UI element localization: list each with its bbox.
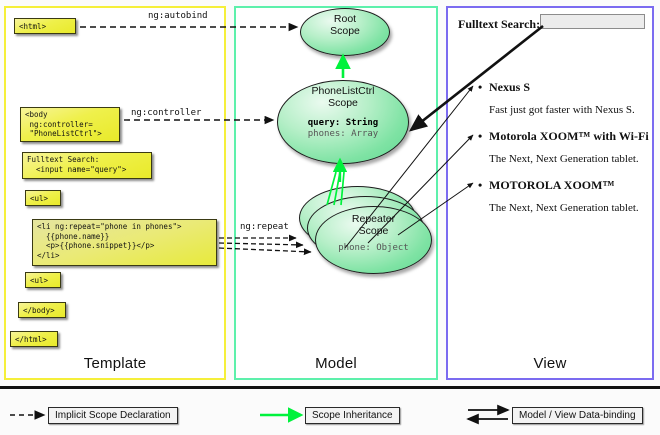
scope-prop-phone: phone: Object	[338, 243, 409, 253]
panel-model-title: Model	[315, 355, 357, 372]
fulltext-search-label: Fulltext Search:	[458, 17, 541, 31]
scope-repeater-line2: Scope	[358, 225, 389, 237]
view-item-title-2: •MOTOROLA XOOM™	[478, 178, 615, 192]
scope-prop-phones: phones: Array	[307, 129, 379, 139]
bullet-icon: •	[478, 80, 483, 94]
legend-model-view-data-binding: Model / View Data-binding	[512, 407, 643, 424]
wire-label-controller: ng:controller	[131, 108, 202, 118]
panel-template-title: Template	[83, 355, 147, 372]
scope-phonelistctrl-line1: PhoneListCtrl	[311, 85, 375, 97]
view-item-snippet-0: Fast just got faster with Nexus S.	[489, 104, 635, 116]
scope-phonelistctrl: PhoneListCtrl Scope query: String phones…	[277, 80, 409, 164]
footer-divider	[0, 386, 660, 389]
view-item-title-0: •Nexus S	[478, 80, 531, 94]
code-box-ul-close: <ul>	[25, 272, 61, 288]
search-input[interactable]	[540, 14, 645, 29]
code-box-search: Fulltext Search: <input name="query">	[22, 152, 152, 179]
legend-glyph-double	[466, 404, 510, 425]
wire-label-autobind: ng:autobind	[148, 11, 208, 21]
code-box-body-open: <body ng:controller= "PhoneListCtrl">	[20, 107, 120, 142]
panel-view-title: View	[533, 355, 567, 372]
legend-scope-inheritance: Scope Inheritance	[305, 407, 400, 424]
code-box-li-repeat: <li ng:repeat="phone in phones"> {{phone…	[32, 219, 217, 266]
wire-label-repeat: ng:repeat	[240, 222, 289, 232]
code-box-html-open: <html>	[14, 18, 76, 34]
legend-implicit-scope-declaration: Implicit Scope Declaration	[48, 407, 178, 424]
bullet-icon: •	[478, 129, 483, 143]
code-box-html-close: </html>	[10, 331, 58, 347]
scope-repeater-line1: Repeater	[351, 213, 396, 225]
bullet-icon: •	[478, 178, 483, 192]
scope-root-line2: Scope	[330, 25, 360, 37]
panel-view: View	[446, 6, 654, 380]
view-item-title-1: •Motorola XOOM™ with Wi-Fi	[478, 129, 649, 143]
scope-phonelistctrl-line2: Scope	[328, 97, 358, 109]
scope-root: Root Scope	[300, 8, 390, 56]
view-item-snippet-1: The Next, Next Generation tablet.	[489, 153, 639, 165]
scope-prop-query: query: String	[307, 118, 379, 128]
scope-repeater: Repeater Scope phone: Object	[315, 206, 432, 274]
code-box-body-close: </body>	[18, 302, 66, 318]
code-box-ul-open: <ul>	[25, 190, 61, 206]
scope-root-line1: Root	[333, 13, 357, 25]
view-item-snippet-2: The Next, Next Generation tablet.	[489, 202, 639, 214]
